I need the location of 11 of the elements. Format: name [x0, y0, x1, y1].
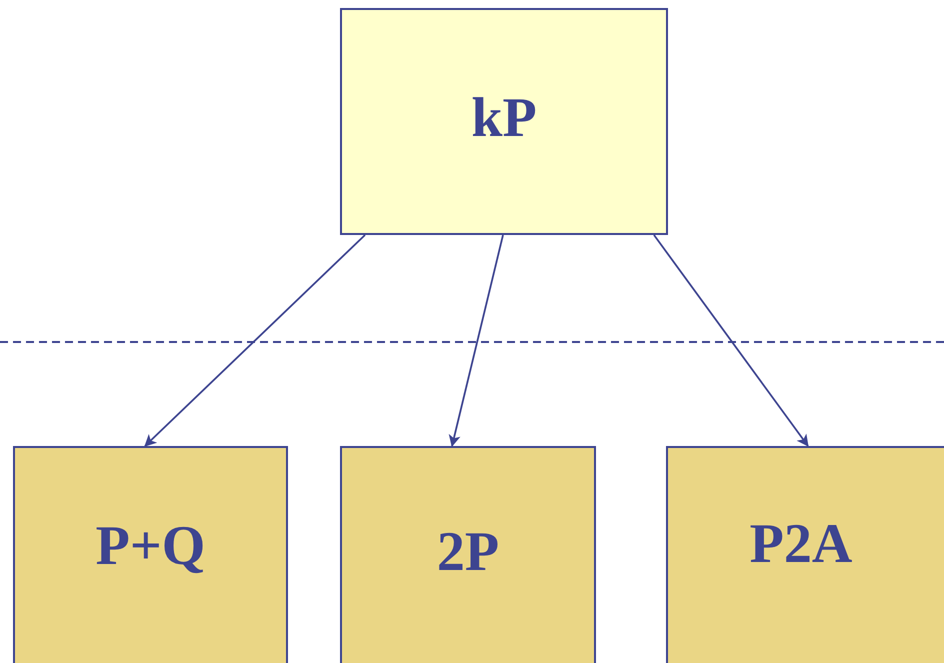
box-label: kP	[470, 90, 538, 146]
arrow	[448, 234, 504, 447]
process-box	[340, 8, 668, 235]
process-box	[666, 446, 944, 663]
process-box	[13, 446, 288, 663]
arrow	[653, 234, 809, 447]
process-box	[340, 446, 596, 663]
arrow	[144, 234, 366, 447]
box-label: P2A	[748, 516, 854, 572]
box-label: P+Q	[94, 518, 206, 574]
box-label: 2P	[436, 524, 500, 580]
